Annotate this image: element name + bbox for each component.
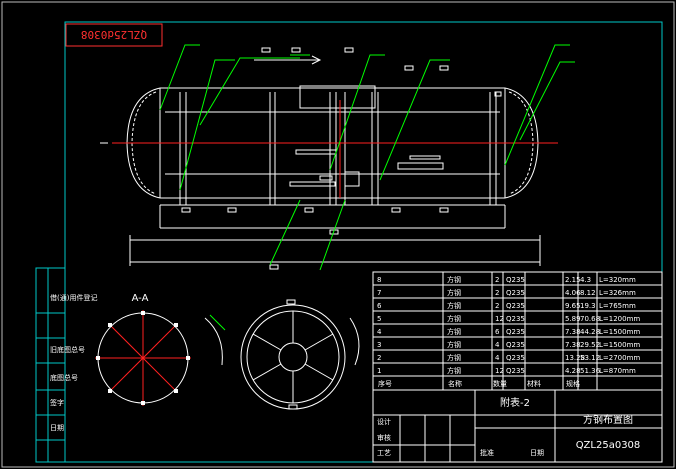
drawing-code: QZL25a0308	[576, 440, 641, 451]
side-label-0: 借(通)用件登记	[50, 293, 97, 302]
bom-cell-no: 2	[377, 354, 381, 362]
bom-cell-name: 方钢	[447, 275, 461, 284]
bom-cell-w1: 4.06	[565, 289, 581, 297]
attachment-label: 附表-2	[500, 396, 530, 409]
side-label-3: 签字	[50, 398, 64, 407]
bom-header-qty: 数量	[493, 379, 507, 388]
section-aa	[95, 310, 191, 406]
bom-cell-spec: L=765mm	[599, 302, 636, 310]
side-label-2: 底图总号	[50, 373, 78, 382]
bom-cell-w2: 8.12	[580, 289, 596, 297]
bom-cell-material: Q235	[506, 341, 525, 349]
bom-header-spec: 规格	[566, 379, 580, 388]
bom-cell-w2: 19.3	[580, 302, 596, 310]
bom-cell-qty: 2	[495, 276, 499, 284]
bom-cell-w2: 53.12	[580, 354, 600, 362]
sign-process: 工艺	[377, 449, 391, 457]
bom-cell-spec: L=320mm	[599, 276, 636, 284]
bom-cell-qty: 4	[495, 341, 500, 349]
sign-review: 审核	[377, 433, 391, 442]
bom-header-name: 名称	[448, 379, 462, 388]
bom-cell-no: 1	[377, 367, 381, 375]
direction-arrow	[254, 55, 322, 65]
bom-cell-qty: 12	[495, 315, 504, 323]
bom-cell-name: 方钢	[447, 366, 461, 375]
bom-cell-spec: L=1500mm	[599, 328, 640, 336]
bom-cell-name: 方钢	[447, 327, 461, 336]
bom-cell-w2: 44.28	[580, 328, 600, 336]
title-block-text: 序号 名称 数量 材料 规格 附表-2 方钢布置图 QZL25a0308 设计 …	[377, 379, 640, 457]
bom-header-material: 材料	[527, 379, 541, 388]
bom-cell-w1: 5.89	[565, 315, 581, 323]
bom-cell-qty: 6	[495, 328, 500, 336]
bom-cell-no: 6	[377, 302, 382, 310]
bom-cell-material: Q235	[506, 315, 525, 323]
bom-cell-w1: 2.15	[565, 276, 581, 284]
bom-cell-w1: 7.38	[565, 328, 581, 336]
bom-cell-spec: L=1500mm	[599, 341, 640, 349]
bom-cell-w1: 13.28	[565, 354, 585, 362]
bom-cell-w1: 7.38	[565, 341, 581, 349]
bom-cell-no: 4	[377, 328, 382, 336]
bom-cell-no: 3	[377, 341, 381, 349]
bom-cell-w2: 70.68	[580, 315, 600, 323]
bom-cell-name: 方钢	[447, 288, 461, 297]
bom-cell-qty: 2	[495, 289, 499, 297]
bom-cell-no: 8	[377, 276, 381, 284]
bom-cell-w2: 4.3	[580, 276, 591, 284]
sign-approve: 批准	[480, 448, 494, 457]
side-label-1: 旧底图总号	[50, 345, 85, 354]
drawing-name: 方钢布置图	[583, 413, 633, 426]
drawing-frame	[64, 21, 663, 463]
bom-cell-spec: L=1200mm	[599, 315, 640, 323]
bom-cell-qty: 12	[495, 367, 504, 375]
bom-cell-name: 方钢	[447, 301, 461, 310]
bom-cell-material: Q235	[506, 276, 525, 284]
bom-cell-spec: L=870mm	[599, 367, 636, 375]
bom-cell-material: Q235	[506, 302, 525, 310]
stamp-code: QZL25d0308	[81, 28, 147, 41]
bom-cell-name: 方钢	[447, 314, 461, 323]
side-label-4: 日期	[50, 424, 64, 432]
bom-cell-material: Q235	[506, 289, 525, 297]
bom-cell-material: Q235	[506, 328, 525, 336]
bom-cell-w2: 51.36	[580, 367, 601, 375]
bom-cell-w1: 4.28	[565, 367, 581, 375]
bom-cell-no: 7	[377, 289, 381, 297]
side-labels: 借(通)用件登记 旧底图总号 底图总号 签字 日期	[50, 293, 97, 432]
bom-cell-name: 方钢	[447, 340, 461, 349]
bom-cell-material: Q235	[506, 367, 525, 375]
bom-cell-qty: 2	[495, 302, 499, 310]
bom-cell-material: Q235	[506, 354, 525, 362]
section-label: A-A	[132, 293, 149, 304]
bom-cell-w2: 29.52	[580, 341, 600, 349]
tank-elevation	[100, 47, 541, 270]
end-view	[204, 299, 360, 410]
centerlines	[112, 100, 558, 198]
title-block	[372, 389, 663, 463]
side-strip	[35, 267, 66, 463]
bom-cell-w1: 9.65	[565, 302, 581, 310]
bom-cell-no: 5	[377, 315, 381, 323]
bom-cell-spec: L=2700mm	[599, 354, 640, 362]
bom-cell-name: 方钢	[447, 353, 461, 362]
stamp-box: QZL25d0308	[65, 23, 163, 47]
bom-cell-spec: L=326mm	[599, 289, 636, 297]
bom-cell-qty: 4	[495, 354, 500, 362]
sign-design: 设计	[377, 417, 391, 426]
sign-date: 日期	[530, 449, 544, 457]
leader-lines	[159, 44, 575, 331]
bom-header-no: 序号	[378, 379, 392, 388]
